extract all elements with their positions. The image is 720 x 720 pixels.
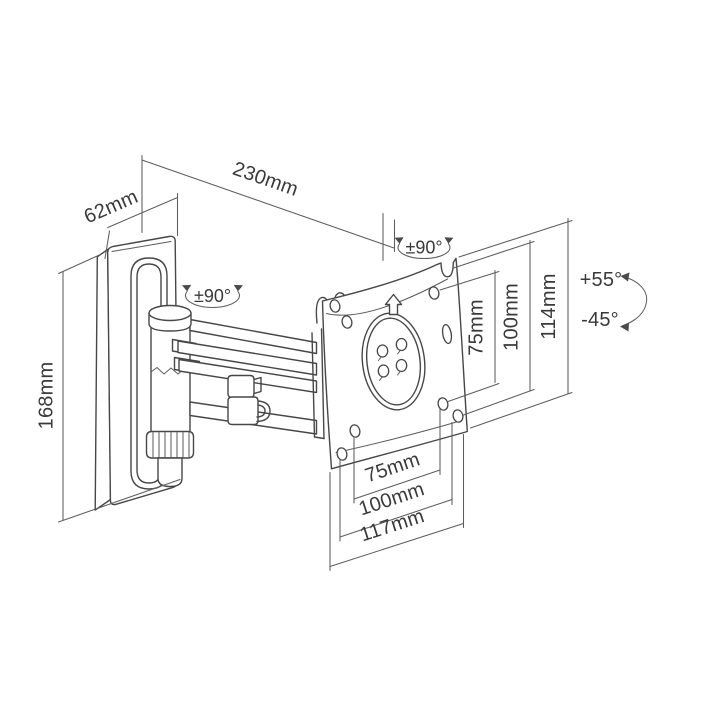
dim-label-100mm-vertical: 100mm	[501, 283, 523, 351]
mounting-arm	[145, 292, 349, 488]
rotation-arc-icon	[184, 290, 241, 308]
swivel-wall-label: ±90°	[194, 286, 231, 306]
dim-wall-plate-height: 168mm	[36, 253, 181, 523]
orientation-arrow-icon	[384, 293, 403, 316]
vesa-mounting-holes	[329, 286, 464, 461]
dim-label-62mm: 62mm	[81, 186, 141, 229]
tilt-indicator: +55° -45°	[580, 269, 648, 332]
rotation-arc-icon	[397, 243, 451, 260]
boss-screw-holes	[376, 337, 408, 381]
arm-column	[150, 319, 191, 438]
dim-label-75mm-vertical: 75mm	[466, 299, 488, 355]
rotation-boss-outer	[361, 312, 426, 411]
dim-vesa-vertical-75: 75mm	[439, 269, 500, 403]
swivel-indicator-head: ±90°	[394, 237, 454, 260]
tilt-arc-icon	[621, 275, 648, 327]
tension-knob	[145, 430, 195, 459]
swivel-indicator-wall: ±90°	[182, 284, 243, 308]
knob-knurling	[152, 432, 190, 458]
vesa-edge-slot	[441, 323, 453, 345]
cable-clip	[227, 374, 271, 426]
dim-label-114mm: 114mm	[538, 273, 560, 339]
arm-bar-2	[177, 340, 318, 376]
vesa-plate	[321, 257, 468, 470]
rotation-boss-inner	[365, 317, 422, 406]
swivel-head-label: ±90°	[405, 238, 442, 258]
column-lower-tube	[157, 457, 183, 488]
tilt-down-label: -45°	[581, 309, 619, 331]
vesa-upper-contour	[326, 278, 448, 316]
pivot-disc-cap	[148, 304, 192, 322]
dim-vesa-vertical-100: 100mm	[452, 239, 535, 416]
dim-label-168mm: 168mm	[36, 362, 58, 430]
dim-head-plate-height: 114mm	[458, 217, 573, 429]
tilt-up-label: +55°	[580, 269, 623, 291]
dim-arm-reach: 230mm	[141, 154, 396, 262]
vesa-lower-contour	[335, 420, 462, 453]
wall-plate-top-chamfer	[111, 241, 172, 252]
